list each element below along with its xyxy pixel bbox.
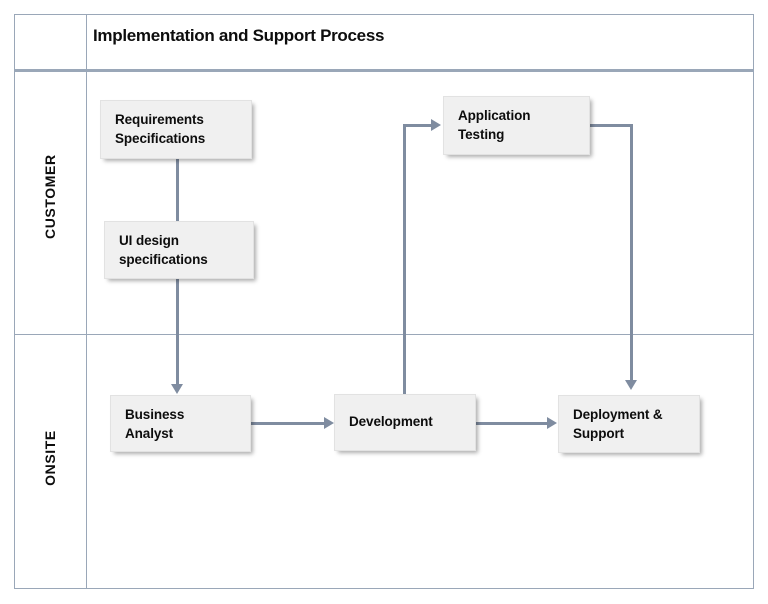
connector-requirements-to-ui-design	[176, 158, 179, 224]
lane-column-divider	[86, 14, 87, 589]
header-separator	[14, 69, 754, 72]
connector-application-testing-to-deployment-horizontal	[589, 124, 633, 127]
node-application-testing-line2: Testing	[458, 127, 505, 143]
arrowhead-application-testing-to-deployment	[625, 380, 637, 390]
node-ui-design-specifications-line2: specifications	[119, 252, 208, 268]
frame-border-right	[753, 14, 754, 589]
lane-label-customer-text: CUSTOMER	[42, 154, 58, 239]
node-requirements-specifications-line1: Requirements	[115, 112, 204, 127]
frame-border-left	[14, 14, 15, 589]
node-deployment-support-line1: Deployment &	[573, 407, 663, 422]
lane-label-customer: CUSTOMER	[14, 154, 86, 239]
arrowhead-development-to-application-testing	[431, 119, 441, 131]
node-deployment-support-line2: Support	[573, 426, 625, 442]
frame-border-top	[14, 14, 754, 15]
node-requirements-specifications-line2: Specifications	[115, 131, 206, 147]
node-application-testing-line1: Application	[458, 108, 531, 123]
node-business-analyst-line1: Business	[125, 407, 185, 422]
node-business-analyst-line2: Analyst	[125, 426, 174, 442]
node-requirements-specifications[interactable]: Requirements Specifications	[100, 100, 252, 159]
node-business-analyst[interactable]: Business Analyst	[110, 395, 251, 452]
node-development[interactable]: Development	[334, 394, 476, 451]
node-development-line1: Development	[349, 414, 433, 429]
connector-development-to-application-testing-horizontal	[403, 124, 433, 127]
node-ui-design-specifications-line1: UI design	[119, 233, 179, 248]
node-application-testing[interactable]: Application Testing	[443, 96, 590, 155]
lane-label-onsite-text: ONSITE	[42, 430, 58, 486]
lane-separator	[14, 334, 754, 335]
node-deployment-support[interactable]: Deployment & Support	[558, 395, 700, 453]
lane-label-onsite: ONSITE	[14, 430, 86, 486]
frame-border-bottom	[14, 588, 754, 589]
arrowhead-development-to-deployment	[547, 417, 557, 429]
connector-development-to-deployment	[475, 422, 549, 425]
connector-business-analyst-to-development	[250, 422, 326, 425]
connector-application-testing-to-deployment-vertical	[630, 124, 633, 382]
arrowhead-business-analyst-to-development	[324, 417, 334, 429]
swimlane-frame	[14, 14, 754, 589]
arrowhead-ui-design-to-business-analyst	[171, 384, 183, 394]
node-ui-design-specifications[interactable]: UI design specifications	[104, 221, 254, 279]
connector-ui-design-to-business-analyst	[176, 278, 179, 386]
connector-development-to-application-testing-vertical	[403, 124, 406, 394]
page-title: Implementation and Support Process	[93, 26, 385, 45]
